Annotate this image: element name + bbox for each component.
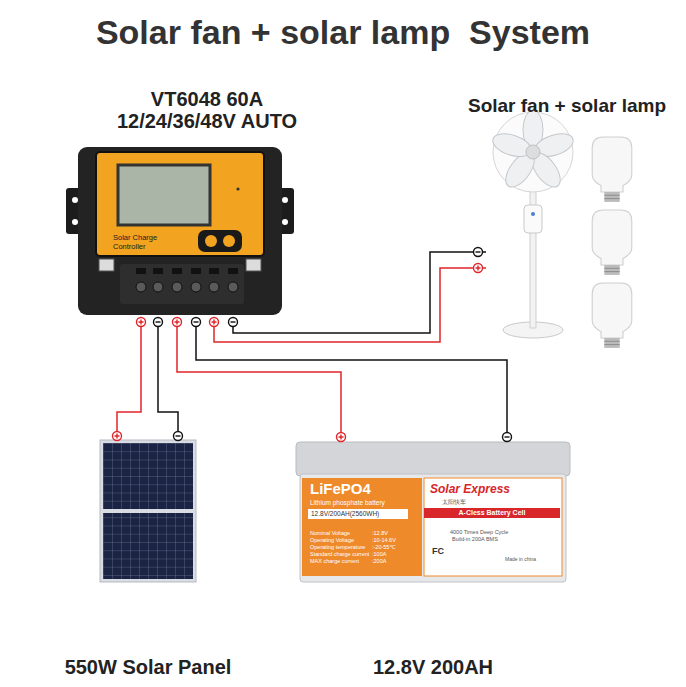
negative-wire (233, 252, 486, 333)
solar-panel (100, 440, 196, 582)
battery-type: LiFePO4 (310, 480, 410, 498)
load-heading: Solar fan + solar lamp (462, 95, 672, 118)
brand-chinese: 太阳快车 (442, 499, 502, 506)
spec-name: MAX charge current (310, 558, 372, 565)
brand-name: Solar Express (430, 482, 560, 496)
positive-terminal (113, 264, 483, 442)
led-bulb (592, 210, 632, 275)
positive-wire (117, 318, 141, 437)
battery-rating: 12.8V/200AH(2560WH) (308, 509, 408, 519)
led-bulb (592, 137, 632, 202)
device-label: Solar Charge Controller (113, 233, 171, 251)
negative-wire (196, 318, 507, 440)
charge-controller (66, 147, 294, 315)
led-bulb (592, 283, 632, 348)
stand-fan (490, 110, 576, 338)
feature-note: 4000 Times Deep Cycle (450, 529, 550, 536)
spec-value: :12.8V (372, 530, 416, 537)
load-box: Solar fan + solar lamp (486, 130, 646, 352)
spec-name: Operating temperature (310, 544, 372, 551)
positive-wire (177, 318, 341, 440)
spec-value: :200A (372, 558, 416, 565)
model-heading: VT6048 60A 12/24/36/48V AUTO (97, 88, 317, 132)
battery (296, 442, 570, 582)
battery-heading: 12.8V 200AH (343, 655, 523, 679)
battery-subtitle: Lithium phosphate battery (310, 499, 415, 507)
spec-value: :10-14.6V (372, 537, 416, 544)
charge-controller-box: VT6048 60A 12/24/36/48V AUTOSolar Charge… (75, 145, 290, 318)
solar-panel-box: 550W Solar Panel (100, 437, 196, 582)
positive-wire (214, 268, 486, 342)
battery-box: LiFePO4Lithium phosphate battery 12.8V/20… (298, 440, 568, 582)
panel-heading: 550W Solar Panel (45, 655, 251, 679)
diagram-title: Solar fan + solar lamp System (0, 12, 686, 52)
feature-note: Build-in 200A BMS (452, 536, 552, 543)
negative-wire (158, 318, 178, 437)
cell-band: A-Cless Battery Cell (424, 508, 560, 518)
spec-value: :-20-55℃ (372, 544, 416, 551)
negative-terminal (154, 248, 512, 442)
cert-mark: FC (432, 546, 452, 557)
origin-note: Made in china (505, 556, 555, 562)
spec-value: :100A (372, 551, 416, 558)
spec-name: Nominal Voltage (310, 530, 372, 537)
spec-name: Standard charge current (310, 551, 372, 558)
spec-name: Operating Voltage (310, 537, 372, 544)
